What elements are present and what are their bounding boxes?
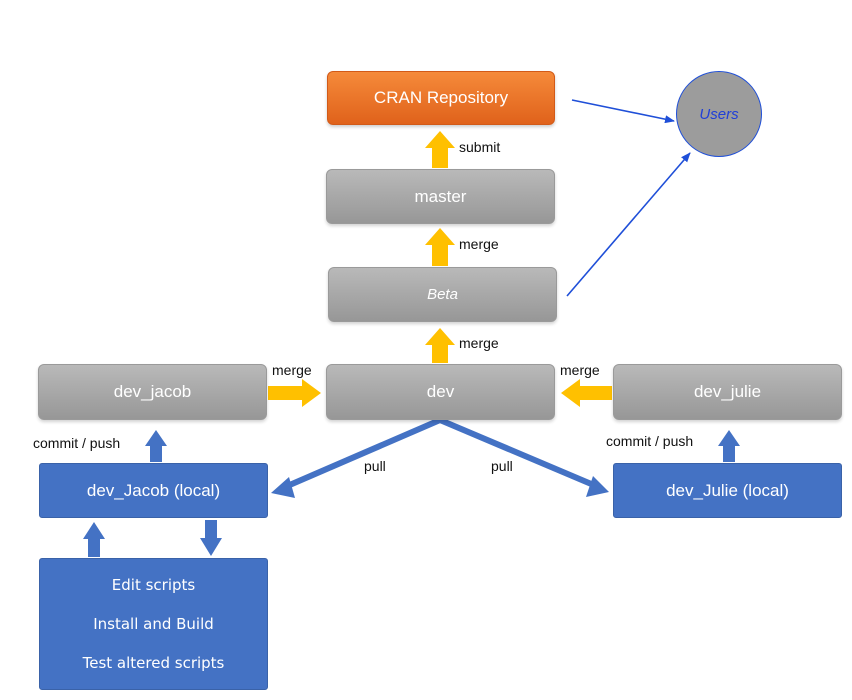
submit-arrow	[425, 131, 455, 168]
pull-jacob-head	[271, 477, 295, 498]
dev-jacob-branch-box: dev_jacob	[38, 364, 267, 420]
submit-label: submit	[459, 139, 501, 155]
beta-branch-box: Beta	[328, 267, 557, 322]
dev-jacob-local-box: dev_Jacob (local)	[39, 463, 268, 518]
dev-branch-box: dev	[326, 364, 555, 420]
dev-julie-branch-box: dev_julie	[613, 364, 842, 420]
pull-jacob-label: pull	[364, 458, 386, 474]
pull-jacob-line	[283, 417, 442, 490]
pull-julie-head	[586, 476, 609, 497]
beta-to-users-line	[566, 152, 691, 297]
merge-jacob-label: merge	[272, 362, 312, 378]
task-install-build: Install and Build	[93, 614, 214, 633]
dev-label: dev	[426, 382, 455, 401]
merge-dev-to-beta-arrow	[425, 328, 455, 363]
merge-julie-to-dev-arrow	[561, 379, 612, 407]
dev-julie-local-box: dev_Julie (local)	[613, 463, 842, 518]
dev-julie-local-label: dev_Julie (local)	[666, 480, 789, 500]
beta-label: Beta	[427, 286, 458, 303]
users-label: Users	[699, 105, 739, 123]
cran-repository-box: CRAN Repository	[327, 71, 555, 125]
merge-master-label: merge	[459, 236, 499, 252]
commit-julie-arrow	[718, 430, 740, 462]
merge-julie-label: merge	[560, 362, 600, 378]
merge-beta-label: merge	[459, 335, 499, 351]
local-tasks-box: Edit scripts Install and Build Test alte…	[39, 558, 268, 690]
users-node: Users	[676, 71, 762, 157]
merge-jacob-to-dev-arrow	[268, 379, 321, 407]
task-test-scripts: Test altered scripts	[82, 654, 225, 673]
edit-up-arrow	[83, 522, 105, 557]
task-edit-scripts: Edit scripts	[111, 575, 196, 594]
cran-to-users-line	[571, 99, 675, 124]
pull-julie-label: pull	[491, 458, 513, 474]
edit-down-arrow	[200, 520, 222, 556]
dev-jacob-label: dev_jacob	[113, 382, 192, 401]
commit-jacob-label: commit / push	[33, 435, 121, 451]
cran-repository-label: CRAN Repository	[373, 88, 509, 107]
master-branch-box: master	[326, 169, 555, 224]
dev-jacob-local-label: dev_Jacob (local)	[86, 480, 221, 500]
commit-julie-label: commit / push	[606, 433, 694, 449]
dev-julie-label: dev_julie	[693, 382, 762, 401]
master-label: master	[414, 186, 467, 206]
merge-beta-to-master-arrow	[425, 228, 455, 266]
pull-julie-line	[438, 417, 598, 489]
commit-jacob-arrow	[145, 430, 167, 462]
